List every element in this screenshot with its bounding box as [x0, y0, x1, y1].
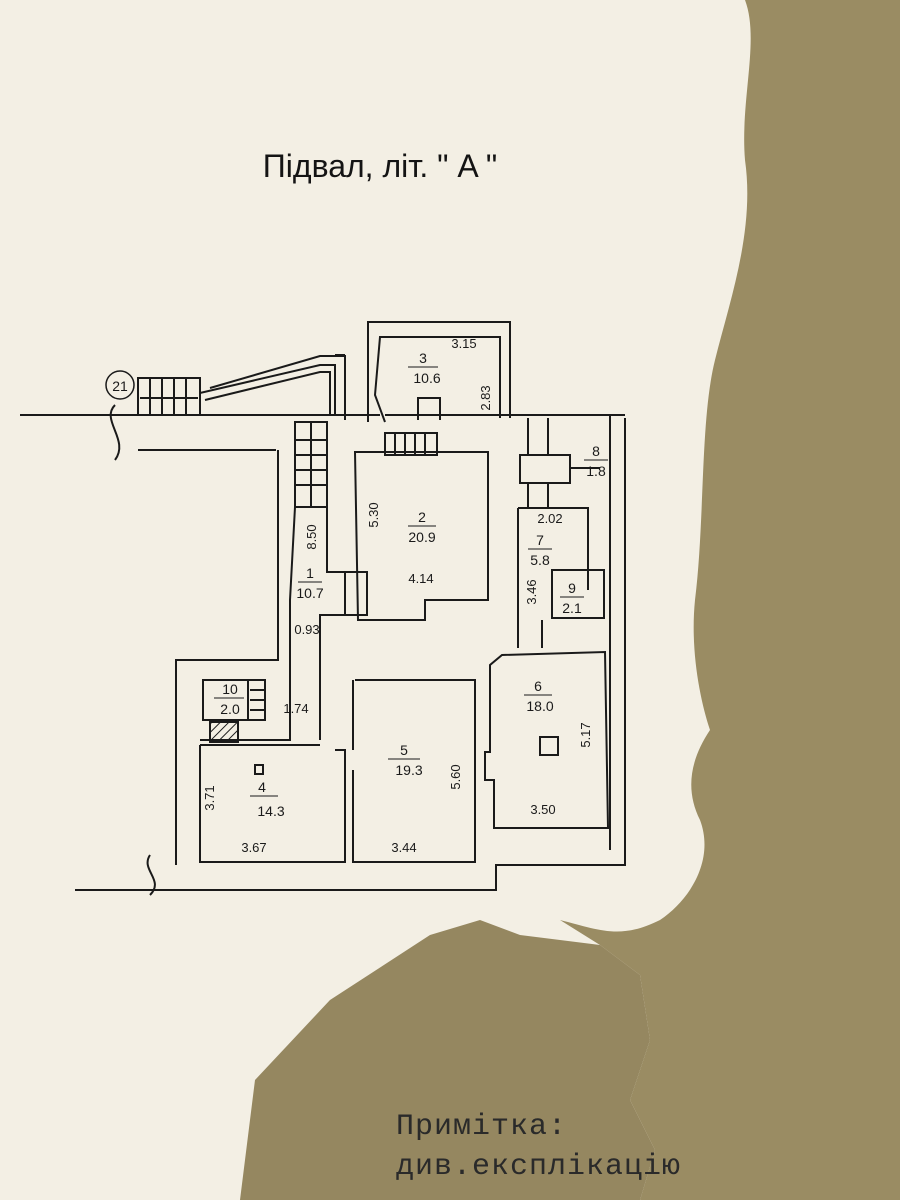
shadow-edge: [560, 0, 900, 1200]
dim-6-width: 3.50: [530, 802, 555, 817]
room-9-area: 2.1: [562, 600, 582, 616]
dim-2-width: 4.14: [408, 571, 433, 586]
dim-corridor: 1.74: [283, 701, 308, 716]
dim-7-width: 2.02: [537, 511, 562, 526]
dim-1-length: 8.50: [304, 524, 319, 549]
room-7-area: 5.8: [530, 552, 550, 568]
room-6-number: 6: [534, 678, 542, 694]
room-7-number: 7: [536, 532, 544, 548]
dim-2-depth: 5.30: [366, 502, 381, 527]
marker-label: 21: [112, 378, 128, 394]
room-2-area: 20.9: [408, 529, 435, 545]
room-6-area: 18.0: [526, 698, 553, 714]
dim-4-width: 3.67: [241, 840, 266, 855]
room-2-number: 2: [418, 509, 426, 525]
dim-7-depth: 3.46: [524, 579, 539, 604]
note-text: див.експлікацію: [396, 1150, 682, 1184]
room-5-number: 5: [400, 742, 408, 758]
room-8-number: 8: [592, 443, 600, 459]
room-9-number: 9: [568, 580, 576, 596]
room-4-area: 14.3: [257, 803, 284, 819]
room-5-area: 19.3: [395, 762, 422, 778]
dim-3-depth: 2.83: [478, 385, 493, 410]
shadow-region: [240, 0, 900, 1200]
dim-3-width: 3.15: [451, 336, 476, 351]
dim-1-width: 0.93: [294, 622, 319, 637]
note-heading: Примітка:: [396, 1110, 568, 1144]
dim-4-depth: 3.71: [202, 785, 217, 810]
room-10-area: 2.0: [220, 701, 240, 717]
marker-circle: [105, 370, 135, 400]
plan-title: Підвал, літ. " A ": [262, 148, 498, 184]
room-1-number: 1: [306, 565, 314, 581]
room-3-area: 10.6: [413, 370, 440, 386]
plan-drawing: [20, 321, 626, 896]
room-1-area: 10.7: [296, 585, 323, 601]
dim-6-depth: 5.17: [578, 722, 593, 747]
dim-5-width: 3.44: [391, 840, 416, 855]
room-4-number: 4: [258, 779, 266, 795]
dim-5-depth: 5.60: [448, 764, 463, 789]
room-3-number: 3: [419, 350, 427, 366]
room-10-number: 10: [222, 681, 238, 697]
room-8-area: 1.8: [586, 463, 606, 479]
